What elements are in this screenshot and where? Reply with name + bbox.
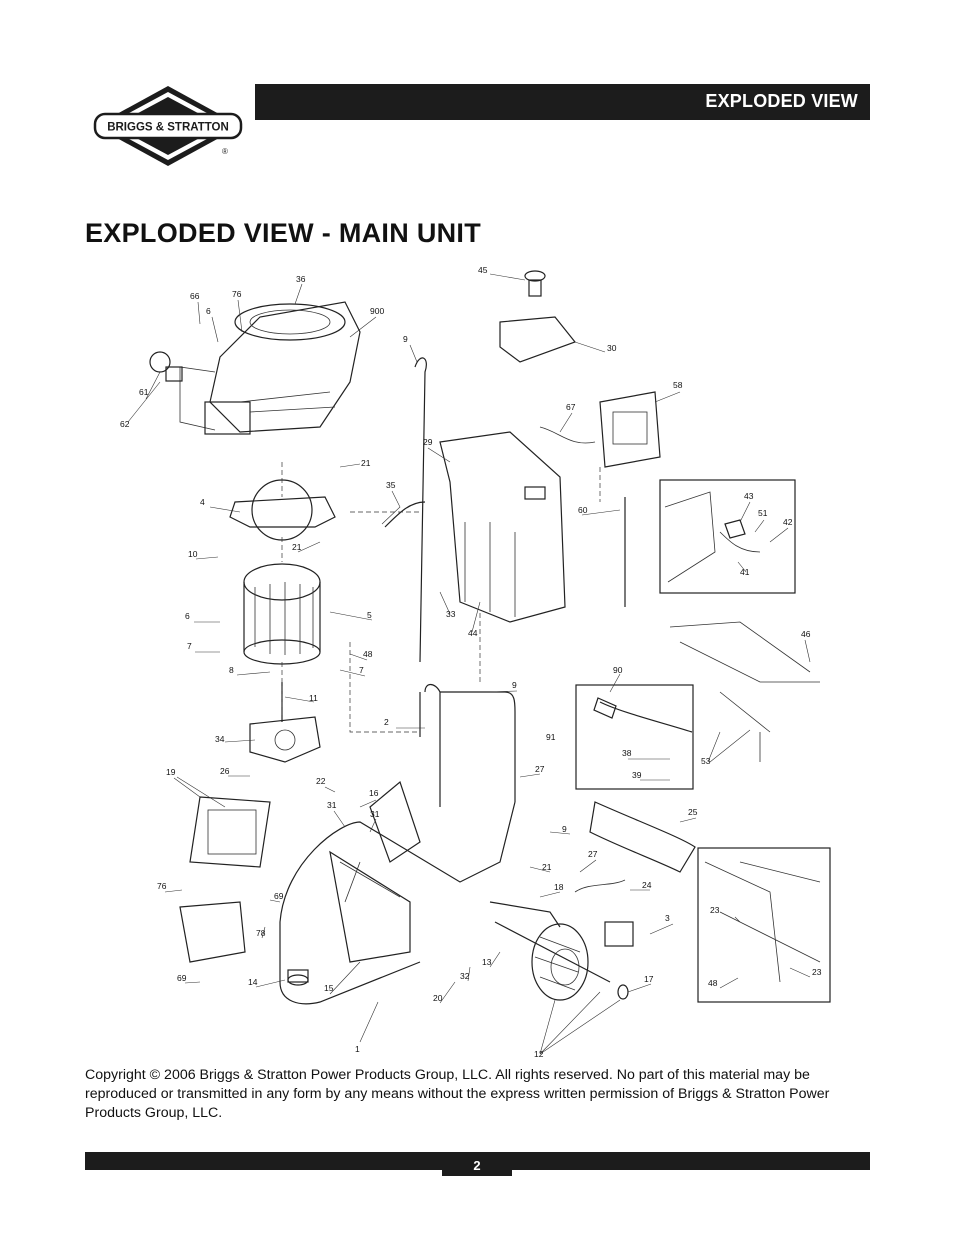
callout-label: 31: [370, 809, 380, 819]
callout-label: 23: [812, 967, 822, 977]
callout-label: 25: [688, 807, 698, 817]
callout-label: 16: [369, 788, 379, 798]
page-title: EXPLODED VIEW - MAIN UNIT: [85, 218, 482, 248]
control-box-illustration: [539, 391, 661, 468]
callout-label: 5: [367, 610, 372, 620]
callout-label: 9: [562, 824, 567, 834]
wheel-illustration: [494, 921, 629, 1001]
callout-label: 42: [783, 517, 793, 527]
callout-label: 11: [309, 693, 318, 703]
callout-label: 17: [644, 974, 654, 984]
callout-label: 13: [482, 957, 492, 967]
callout-label: 35: [386, 480, 396, 490]
header-bar: EXPLODED VIEW: [255, 84, 870, 120]
brand-name: BRIGGS & STRATTON: [107, 122, 229, 134]
callout-label: 33: [446, 609, 456, 619]
callout-label: 27: [535, 764, 545, 774]
callout-label: 23: [710, 905, 720, 915]
callout-label: 26: [220, 766, 230, 776]
callout-label: 32: [460, 971, 470, 981]
detail-inset-fuel-valve: [659, 479, 796, 594]
callout-label: 2: [384, 717, 389, 727]
callout-label: 8: [229, 665, 234, 675]
callout-label: 48: [708, 978, 718, 988]
copyright-text: Copyright © 2006 Briggs & Stratton Power…: [85, 1067, 830, 1121]
callout-label: 76: [232, 289, 242, 299]
callout-label: 10: [188, 549, 198, 559]
callout-label: 51: [758, 508, 768, 518]
callout-label: 62: [120, 419, 130, 429]
callout-label: 66: [190, 291, 200, 301]
callout-label: 14: [248, 977, 258, 987]
engine-illustration: [149, 301, 361, 435]
callout-label: 78: [256, 928, 266, 938]
part-callouts: 36 66 76 6 900 45 30 9 58 67 61 62 21 29…: [120, 265, 822, 1059]
hose-illustration: [384, 357, 626, 663]
callout-label: 69: [177, 973, 187, 983]
callout-label: 43: [744, 491, 754, 501]
panels-illustration: [179, 796, 696, 986]
callout-label: 91: [546, 732, 556, 742]
callout-label: 18: [554, 882, 564, 892]
callout-label: 61: [139, 387, 149, 397]
callout-label: 44: [468, 628, 478, 638]
callout-label: 7: [187, 641, 192, 651]
callout-label: 39: [632, 770, 642, 780]
callout-label: 27: [588, 849, 598, 859]
callout-label: 21: [361, 458, 371, 468]
callout-label: 48: [363, 649, 373, 659]
callout-label: 67: [566, 402, 576, 412]
callout-label: 24: [642, 880, 652, 890]
callout-label: 53: [701, 756, 711, 766]
callout-label: 60: [578, 505, 588, 515]
callout-label: 7: [359, 665, 364, 675]
callout-label: 15: [324, 983, 334, 993]
callout-label: 34: [215, 734, 225, 744]
callout-label: 1: [355, 1044, 360, 1054]
detail-inset-frame-mount: [697, 847, 831, 1003]
frame-illustration: [279, 683, 561, 1005]
callout-label: 45: [478, 265, 488, 275]
callout-label: 6: [206, 306, 211, 316]
callout-label: 12: [534, 1049, 544, 1059]
callout-label: 21: [292, 542, 302, 552]
callout-label: 900: [370, 306, 384, 316]
callout-label: 31: [327, 800, 337, 810]
registered-mark: ®: [222, 147, 228, 156]
callout-label: 6: [185, 611, 190, 621]
detail-inset-handle: [575, 684, 694, 790]
callout-label: 19: [166, 767, 176, 777]
callout-label: 76: [157, 881, 167, 891]
callout-label: 69: [274, 891, 284, 901]
callout-label: 38: [622, 748, 632, 758]
callout-label: 9: [512, 680, 517, 690]
callout-label: 36: [296, 274, 306, 284]
callout-label: 41: [740, 567, 750, 577]
page-number: 2: [442, 1152, 512, 1176]
callout-label: 58: [673, 380, 683, 390]
callout-label: 90: [613, 665, 623, 675]
callout-label: 21: [542, 862, 552, 872]
callout-label: 20: [433, 993, 443, 1003]
section-label: EXPLODED VIEW: [705, 91, 858, 111]
fuel-tank-illustration: [439, 270, 576, 623]
callout-label: 30: [607, 343, 617, 353]
brand-logo: BRIGGS & STRATTON ®: [93, 86, 243, 166]
exploded-view-diagram: 36 66 76 6 900 45 30 9 58 67 61 62 21 29…: [120, 265, 831, 1059]
callout-label: 9: [403, 334, 408, 344]
callout-label: 22: [316, 776, 326, 786]
callout-label: 29: [423, 437, 433, 447]
callout-label: 3: [665, 913, 670, 923]
callout-label: 4: [200, 497, 205, 507]
alternator-illustration: [229, 479, 336, 763]
callout-label: 46: [801, 629, 811, 639]
